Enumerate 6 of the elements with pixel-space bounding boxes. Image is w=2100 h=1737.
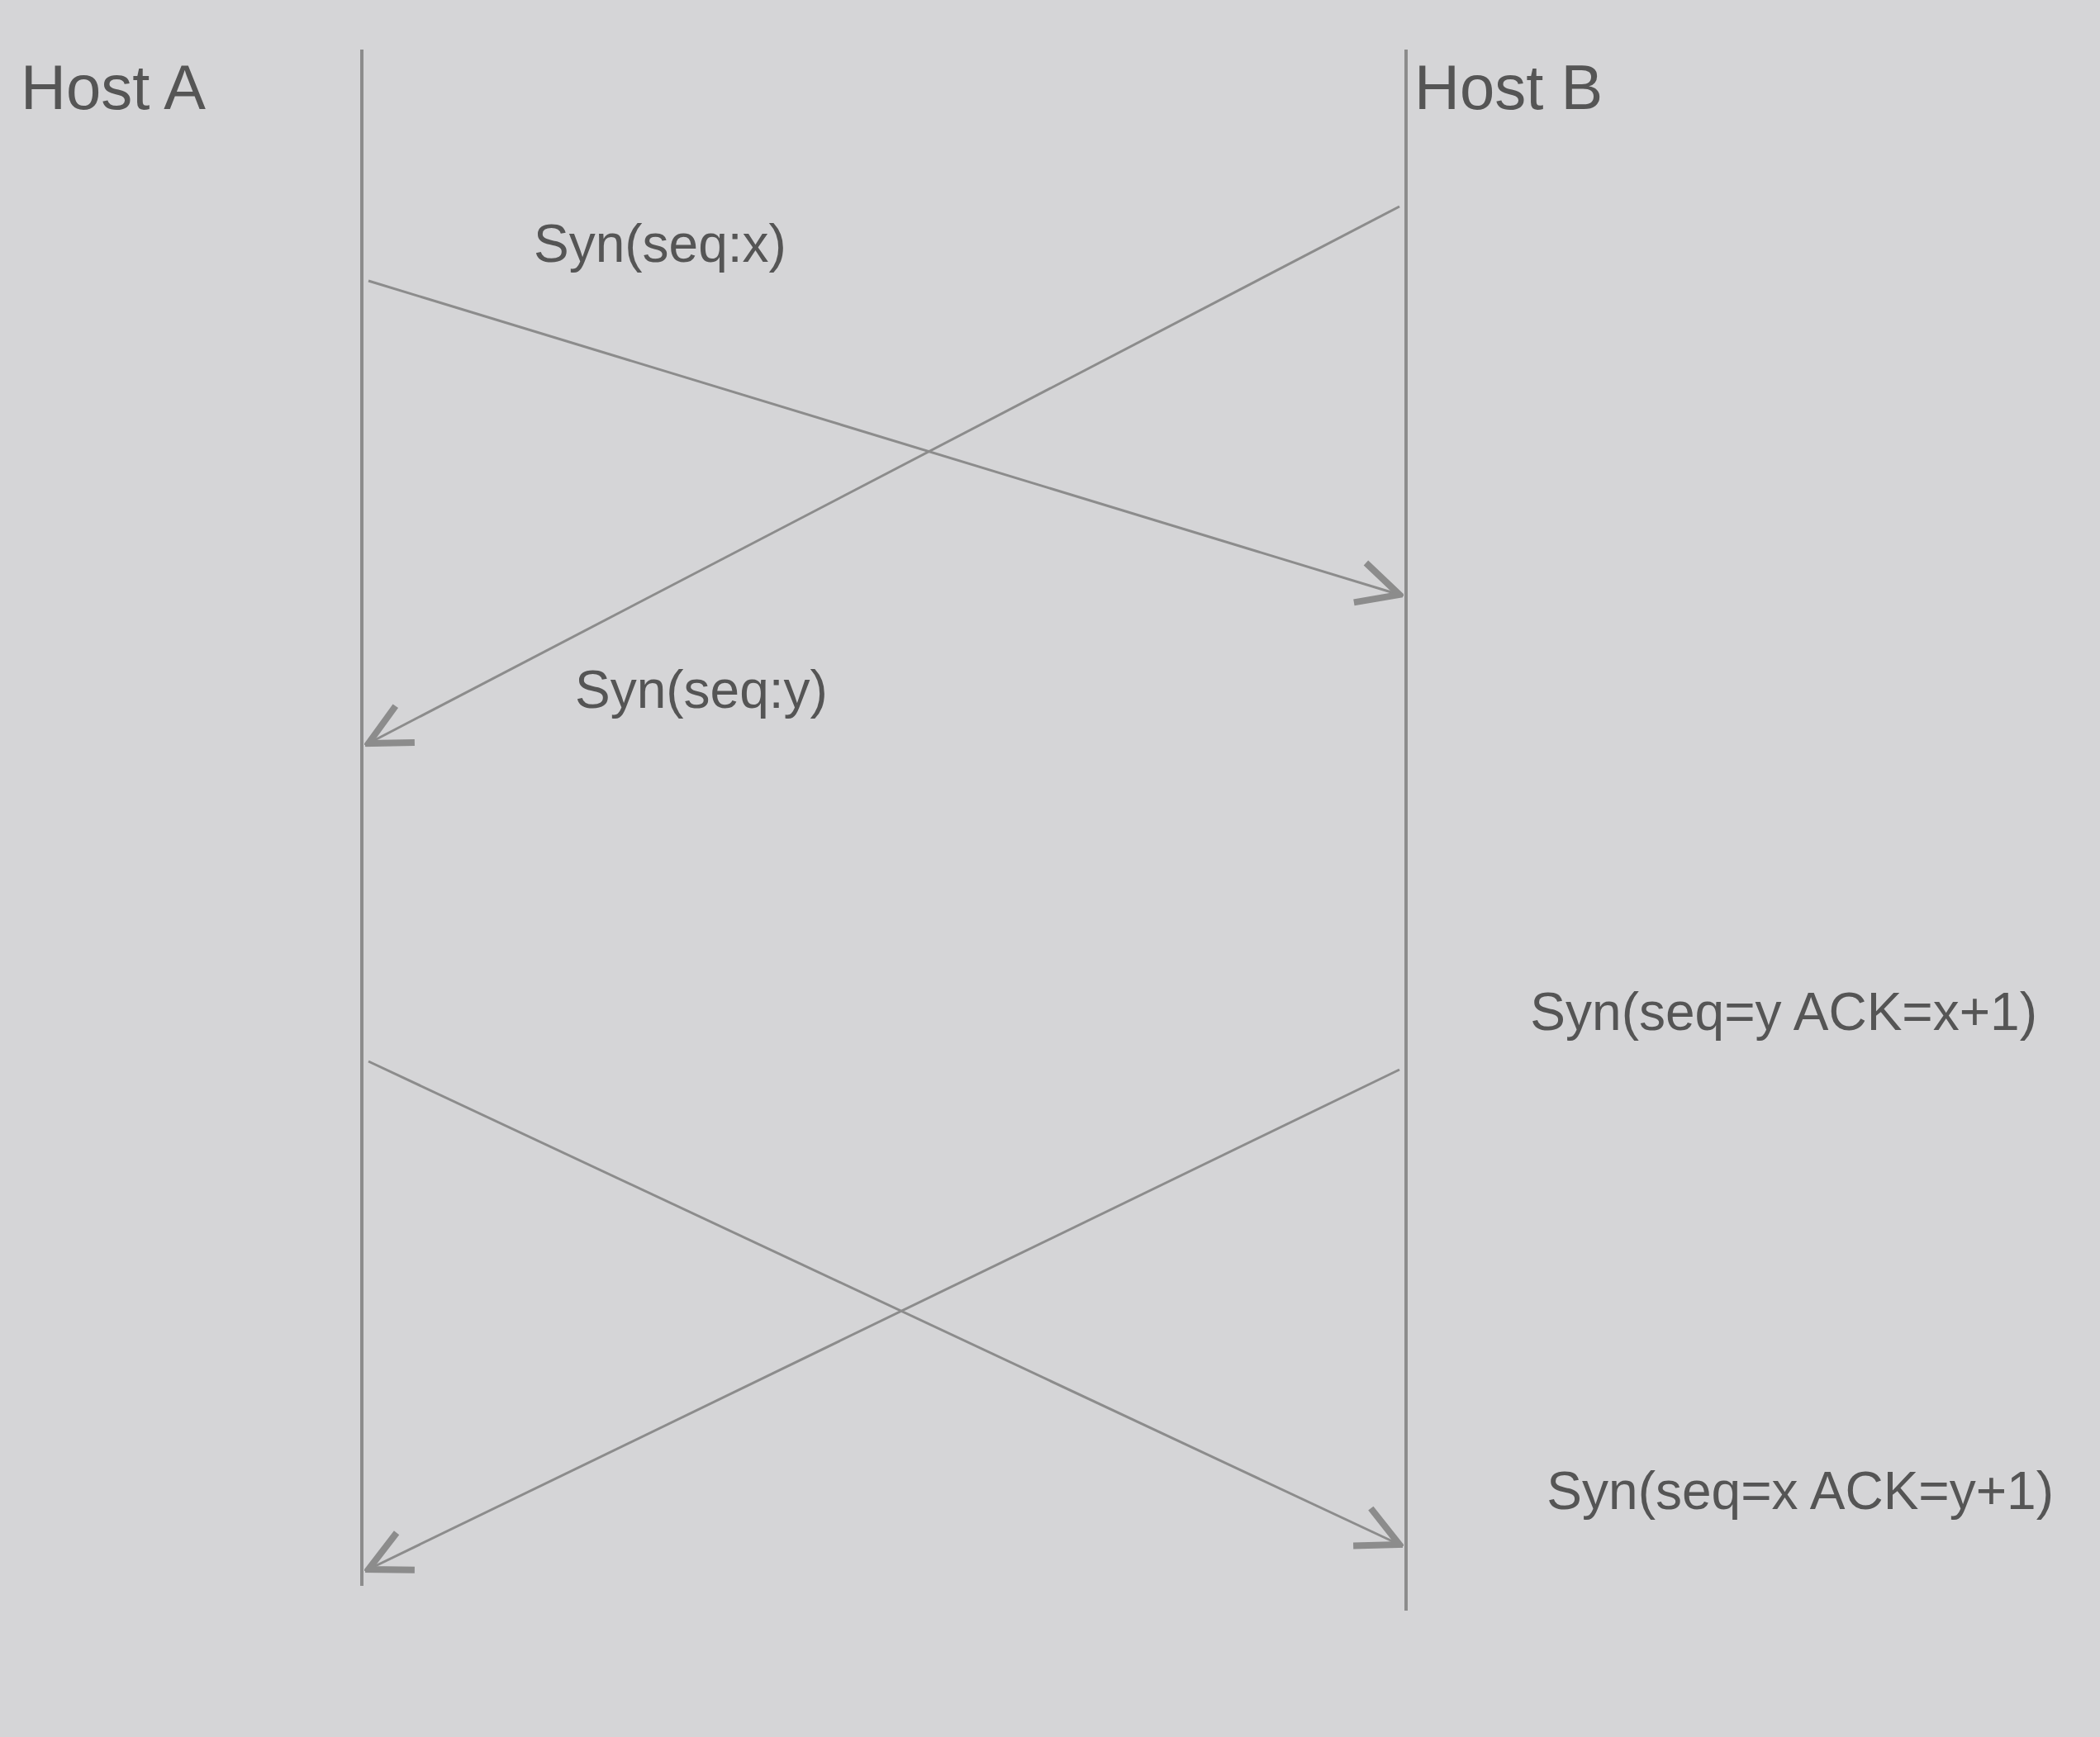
edge-label: Syn(seq=y ACK=x+1) [1529, 981, 2038, 1043]
edge-label: Syn(seq=x ACK=y+1) [1546, 1460, 2055, 1522]
host-label: Host B [1413, 51, 1604, 124]
arrow [365, 205, 1400, 747]
host-label: Host A [21, 51, 206, 124]
arrow [368, 279, 1403, 606]
